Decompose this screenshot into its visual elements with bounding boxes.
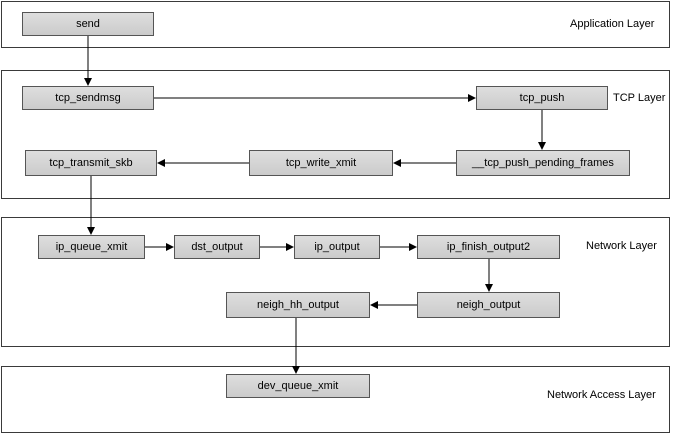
fn-tcp-sendmsg: tcp_sendmsg (22, 86, 154, 110)
fn-tcp-transmit-skb: tcp_transmit_skb (25, 150, 157, 176)
fn-send: send (22, 12, 154, 36)
fn-ip-finish-output2: ip_finish_output2 (417, 235, 560, 259)
tcp-layer-label: TCP Layer (613, 92, 666, 104)
fn-dev-queue-xmit: dev_queue_xmit (226, 374, 370, 398)
fn-ip-queue-xmit: ip_queue_xmit (38, 235, 145, 259)
fn-tcp-write-xmit: tcp_write_xmit (249, 150, 393, 176)
fn-dst-output: dst_output (174, 235, 260, 259)
fn-neigh-hh-output: neigh_hh_output (226, 292, 370, 318)
fn-ip-output: ip_output (294, 235, 380, 259)
network-access-layer-label: Network Access Layer (547, 389, 656, 401)
network-layer-label: Network Layer (586, 240, 657, 252)
fn-tcp-push: tcp_push (476, 86, 608, 110)
fn-tcp-push-pending-frames: __tcp_push_pending_frames (456, 150, 630, 176)
application-layer-label: Application Layer (570, 18, 655, 30)
fn-neigh-output: neigh_output (417, 292, 560, 318)
